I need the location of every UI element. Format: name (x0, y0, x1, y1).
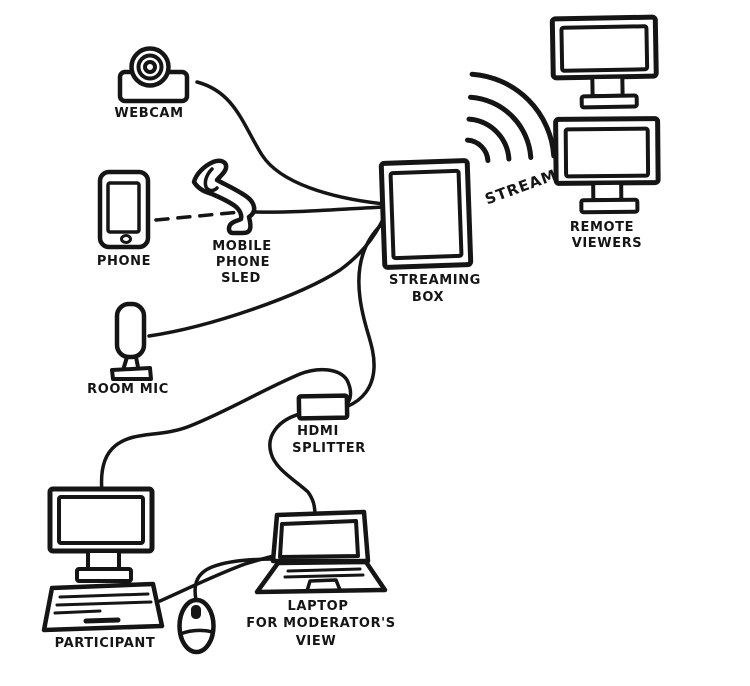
streaming-box-outer (378, 158, 474, 270)
laptop (254, 509, 388, 595)
sled-label-line3: SLED (221, 271, 261, 286)
mic-stand-neck (122, 355, 140, 369)
webcam (117, 46, 190, 104)
phone (97, 169, 151, 250)
monitor-base (579, 197, 640, 215)
cable-splitter-to-laptop (268, 412, 317, 518)
mouse-scroll-wheel (191, 605, 201, 619)
webcam-lens-dot (143, 60, 157, 74)
cable-mic-to-streaming-box (147, 215, 386, 338)
monitor-neck (591, 180, 624, 203)
streaming-box-label-line1: STREAMING (389, 273, 481, 288)
phone-home-button (120, 234, 132, 244)
phone-screen (106, 181, 141, 234)
cable-participant-to-splitter (99, 367, 353, 494)
cable-webcam-to-streaming-box (195, 80, 386, 206)
cable-mouse-to-laptop (193, 557, 280, 602)
monitor-screen-inner (563, 126, 651, 179)
laptop-label-line2: FOR MODERATOR'S (246, 616, 395, 631)
keyboard-body (41, 581, 165, 633)
keyboard-spacebar (83, 617, 121, 624)
participant-keyboard (41, 581, 165, 633)
streaming-box-inner (388, 168, 464, 261)
hdmi-splitter-label-line1: HDMI (297, 424, 339, 439)
remote-viewer-monitor-bottom (553, 116, 661, 215)
room-mic-label: ROOM MIC (87, 382, 169, 397)
keyboard-key-row-1 (58, 592, 150, 599)
wifi-arc-1 (465, 137, 491, 163)
mouse (177, 597, 216, 655)
mic-stand-base (110, 366, 153, 381)
cable-sled-to-streaming-box (254, 205, 386, 214)
laptop-label-line1: LAPTOP (288, 599, 349, 614)
sled-outline (191, 158, 257, 236)
monitor-base (75, 567, 133, 583)
hdmi-splitter-body (296, 393, 350, 421)
hdmi-splitter-label-line2: SPLITTER (292, 441, 366, 456)
monitor-screen-inner (57, 495, 145, 545)
room-mic (110, 301, 153, 381)
monitor-base (579, 93, 639, 110)
laptop-label-line3: VIEW (296, 634, 337, 649)
mic-capsule (114, 301, 147, 360)
mobile-phone-sled (191, 158, 257, 236)
wifi-arc-3 (468, 94, 534, 160)
webcam-lens-ring (136, 53, 164, 81)
hdmi-splitter (296, 393, 350, 421)
remote-viewers-label-line2: VIEWERS (572, 236, 643, 251)
participant-label: PARTICIPANT (55, 636, 156, 651)
wifi-arc-2 (466, 116, 512, 162)
monitor-neck (86, 549, 121, 571)
cable-keyboard-to-laptop (158, 553, 281, 603)
laptop-screen-inner (278, 519, 360, 559)
cable-phone-to-sled-dashed (154, 210, 242, 222)
remote-viewer-monitor-top (549, 14, 659, 110)
wifi-arc-4 (469, 71, 557, 159)
keyboard-key-row-2 (55, 600, 153, 607)
webcam-label: WEBCAM (114, 106, 183, 121)
remote-viewers-label-line1: REMOTE (570, 220, 634, 235)
sled-label-line2: PHONE (216, 255, 270, 270)
monitor-neck (590, 74, 625, 99)
monitor-screen-inner (559, 24, 650, 73)
mouse-button-split-line (178, 628, 215, 636)
streaming-box-label-line2: BOX (412, 290, 444, 305)
mouse-body (177, 597, 216, 655)
laptop-key-row-2 (283, 573, 365, 579)
stream-label: STREAM (483, 166, 560, 209)
phone-label: PHONE (97, 254, 151, 269)
laptop-touchpad (305, 578, 342, 593)
wifi-signal-icon (465, 71, 557, 163)
sled-label-line1: MOBILE (212, 239, 272, 254)
participant-monitor (47, 486, 155, 583)
cable-streaming-box-to-splitter (346, 222, 384, 408)
phone-body (97, 169, 151, 250)
laptop-key-row-1 (286, 567, 362, 573)
streaming-box (378, 158, 474, 270)
sled-fold-line (203, 167, 219, 193)
keyboard-key-row-3 (53, 609, 102, 615)
